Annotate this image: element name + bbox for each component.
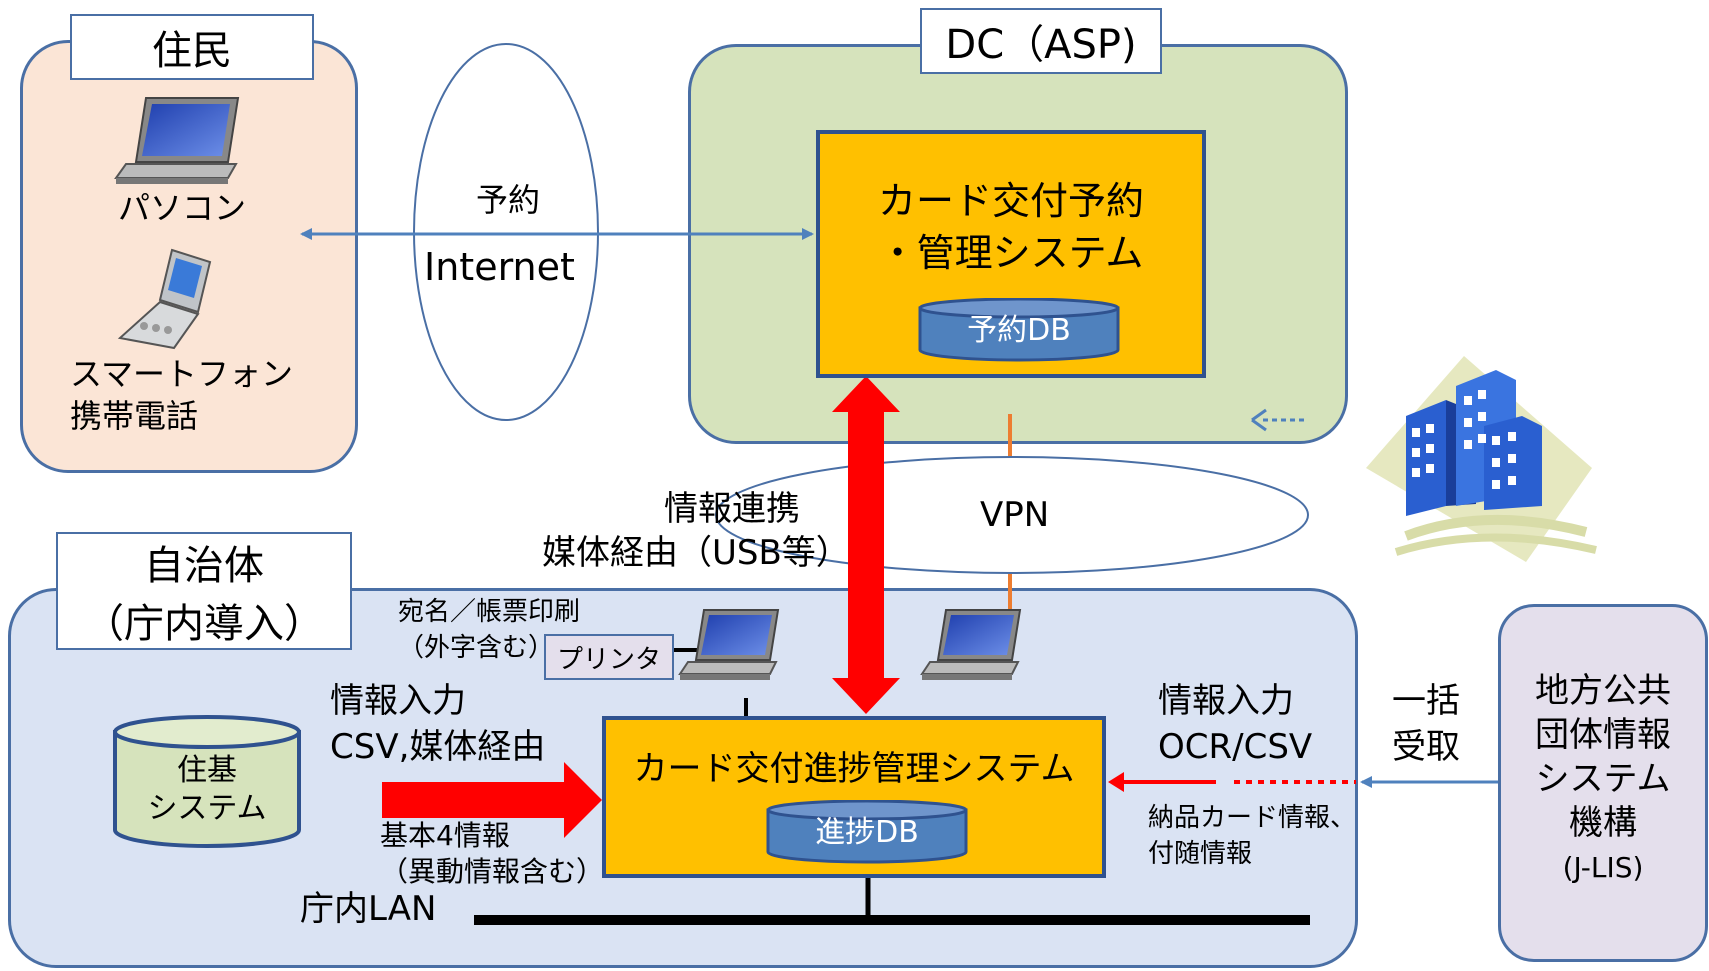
- jlis-label-1: 地方公共: [1535, 671, 1671, 711]
- info-link-label-1: 情報連携: [664, 489, 800, 529]
- printer-icon: プリンタ: [544, 634, 674, 680]
- juki-label-1: 住基: [177, 753, 237, 788]
- print-label-1: 宛名／帳票印刷: [398, 597, 581, 627]
- laptop-icon: [920, 609, 1022, 680]
- progress-system-box: カード交付進捗管理システム: [602, 716, 1106, 878]
- input-right-label-2: OCR/CSV: [1158, 727, 1313, 767]
- printer-label: プリンタ: [556, 644, 661, 675]
- building-icon: [1366, 356, 1597, 562]
- progress-db-label: 進捗DB: [815, 815, 919, 850]
- delivery-label-2: 付随情報: [1148, 839, 1253, 869]
- delivery-label-1: 納品カード情報、: [1148, 803, 1357, 833]
- dc-title-text: DC（ASP): [945, 22, 1137, 68]
- residents-title: 住民: [70, 14, 314, 80]
- jlis-label-5: (J-LIS): [1562, 851, 1644, 884]
- internet-ellipse: [413, 43, 599, 421]
- pc-label: パソコン: [118, 189, 247, 227]
- reservation-system-line1: カード交付予約: [877, 179, 1144, 223]
- dc-title: DC（ASP): [920, 8, 1162, 74]
- jlis-label-3: システム: [1535, 759, 1671, 799]
- jlis-panel: [1498, 604, 1708, 962]
- laptop-icon: [114, 97, 240, 184]
- dc-dotted-arrowhead: [1251, 408, 1267, 432]
- print-label-2: （外字含む）: [398, 633, 555, 663]
- bulk-label-1: 一括: [1392, 681, 1460, 721]
- reservation-system-line2: ・管理システム: [878, 231, 1144, 275]
- database-icon: 進捗DB: [766, 800, 968, 864]
- reservation-db-label: 予約DB: [967, 313, 1071, 348]
- mobile-label-2: 携帯電話: [70, 397, 199, 435]
- municipality-title: 自治体 （庁内導入）: [56, 532, 352, 650]
- bulk-label-2: 受取: [1392, 727, 1460, 767]
- internet-label: Internet: [424, 245, 575, 289]
- vpn-label: VPN: [980, 495, 1050, 535]
- residents-title-text: 住民: [152, 28, 232, 74]
- basic-info-label-2: （異動情報含む）: [380, 855, 605, 888]
- lan-label: 庁内LAN: [300, 889, 437, 929]
- input-left-label-1: 情報入力: [330, 681, 466, 721]
- database-icon: 住基 システム: [112, 714, 302, 850]
- municipality-title-line2: （庁内導入）: [84, 601, 324, 647]
- jlis-label-2: 団体情報: [1535, 715, 1671, 755]
- municipality-title-line1: 自治体: [144, 543, 264, 589]
- info-link-label-2: 媒体経由（USB等）: [542, 533, 850, 573]
- reservation-label: 予約: [476, 181, 541, 219]
- basic-info-arrow: [382, 762, 602, 838]
- jlis-label-4: 機構: [1569, 803, 1637, 843]
- database-icon: 予約DB: [918, 298, 1120, 362]
- input-right-label-1: 情報入力: [1158, 681, 1294, 721]
- info-link-arrow: [832, 376, 900, 714]
- basic-info-label-1: 基本4情報: [380, 819, 510, 852]
- input-left-label-2: CSV,媒体経由: [330, 727, 546, 767]
- juki-label-2: システム: [147, 791, 267, 826]
- progress-system-label: カード交付進捗管理システム: [633, 749, 1075, 789]
- mobile-label-1: スマートフォン: [70, 355, 294, 393]
- ocr-input-arrowhead: [1108, 772, 1124, 792]
- laptop-icon: [678, 609, 780, 680]
- mobile-phone-icon: [117, 248, 212, 350]
